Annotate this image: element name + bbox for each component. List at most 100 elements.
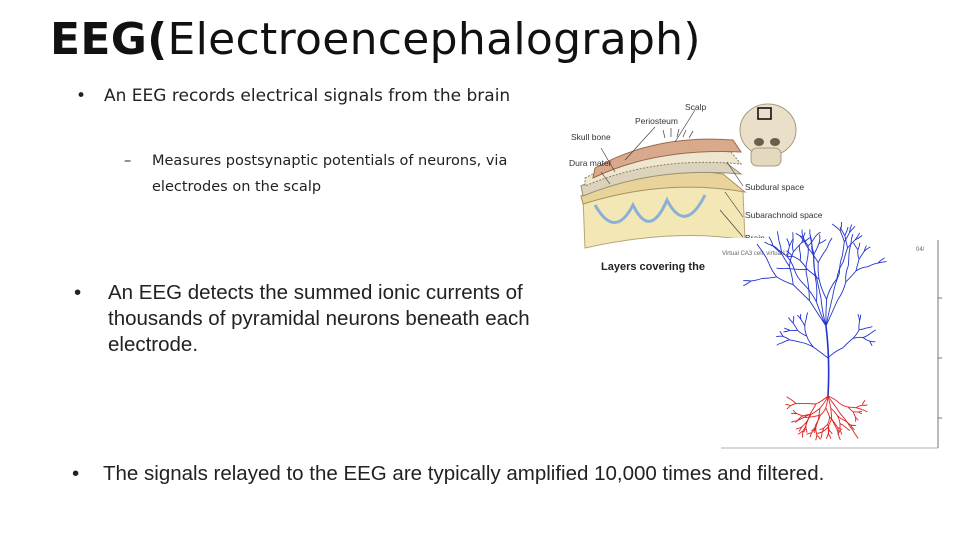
label-periosteum: Periosteum	[635, 116, 678, 126]
dendrite-branch	[827, 395, 840, 404]
dendrite-branch	[792, 409, 798, 415]
dendrite-branch	[779, 330, 784, 337]
dendrite-branch	[848, 242, 852, 252]
dendrite-branch	[811, 427, 816, 432]
dendrite-branch	[813, 243, 820, 255]
dendrite-branch	[857, 249, 860, 260]
dendrite-branch	[762, 251, 770, 264]
dendrite-branch	[859, 314, 862, 322]
dendrite-branch	[855, 404, 863, 409]
dendrite-branch	[827, 347, 844, 359]
dendrite-branch	[828, 429, 833, 435]
dendrite-branch	[806, 414, 811, 424]
dendrite-branch	[855, 407, 863, 411]
dendrite-branch	[852, 411, 856, 418]
dendrite-branch	[815, 282, 818, 302]
dendrite-branch	[825, 300, 838, 327]
dendrite-branch	[832, 273, 840, 297]
dendrite-branch	[793, 269, 805, 285]
dendrite-branch	[814, 231, 821, 239]
dendrite-branch	[807, 269, 820, 280]
label-skull-bone: Skull bone	[571, 132, 611, 142]
dendrite-branch	[805, 428, 808, 433]
dendrite-branch	[823, 243, 830, 253]
label-subarachnoid: Subarachnoid space	[745, 210, 823, 220]
dendrite-branch	[858, 251, 865, 260]
title-rest: Electroencephalograph)	[167, 14, 701, 65]
dendrite-branch	[792, 240, 794, 252]
dendrite-branch	[786, 396, 792, 400]
dendrite-branch	[826, 278, 838, 300]
dendrite-branch	[804, 318, 807, 326]
dendrite-branch	[812, 414, 821, 418]
dendrite-branch	[869, 340, 873, 347]
dendrite-branch	[837, 281, 847, 301]
bullet-text: An EEG detects the summed ionic currents…	[108, 281, 530, 356]
dendrite-branch	[815, 395, 829, 405]
bullet-text: The signals relayed to the EEG are typic…	[103, 462, 825, 485]
dendrite-branch	[790, 399, 797, 404]
dendrite-branch	[788, 251, 794, 267]
dendrite-branch	[802, 413, 811, 419]
dendrite-branch	[804, 402, 817, 405]
slide-title: EEG(Electroencephalograph)	[50, 14, 701, 65]
dendrite-branch	[786, 238, 790, 247]
dendrite-branch	[855, 259, 860, 271]
dendrite-branch	[867, 262, 878, 268]
dendrite-branch	[839, 227, 846, 236]
dendrite-branch	[815, 434, 818, 441]
dendrite-branch	[772, 245, 782, 255]
dendrite-branch	[792, 255, 801, 261]
dendrite-branch	[761, 276, 777, 279]
label-subdural: Subdural space	[745, 182, 804, 192]
dendrite-branch	[743, 280, 752, 287]
dendrite-branch	[787, 246, 790, 257]
dendrite-branch	[792, 322, 798, 331]
dendrite-branch	[862, 337, 870, 342]
dendrite-branch	[785, 403, 791, 407]
dendrite-branch	[817, 251, 825, 263]
label-scalp: Scalp	[685, 102, 707, 112]
dendrite-branch	[850, 424, 857, 427]
dendrite-branch	[796, 417, 803, 422]
scalp-layer	[592, 138, 742, 179]
dendrite-branch	[839, 255, 843, 274]
dendrite-branch	[866, 326, 873, 329]
dendrite-branch	[830, 408, 833, 420]
dendrite-branch	[877, 261, 887, 264]
dendrite-branch	[751, 278, 763, 282]
dendrite-branch	[768, 263, 777, 278]
dendrite-branch	[804, 325, 808, 337]
title-bold: EEG(	[50, 14, 168, 65]
dendrite-branch	[854, 235, 863, 241]
apical-dendrites	[743, 221, 887, 397]
dendrite-branch	[845, 270, 857, 283]
sub-bullet-dash: –	[124, 153, 132, 169]
dendrite-branch	[818, 234, 821, 244]
dendrite-branch	[795, 233, 804, 238]
figure-caption: Layers covering the	[601, 261, 705, 273]
dendrite-branch	[815, 419, 819, 429]
dendrite-branch	[844, 420, 851, 426]
dendrite-branch	[799, 260, 808, 270]
bullet-signals-amplified: • The signals relayed to the EEG are typ…	[72, 459, 852, 488]
dendrite-branch	[843, 232, 851, 242]
dendrite-branch	[839, 230, 845, 242]
dendrite-branch	[803, 427, 807, 433]
dendrite-branch	[858, 320, 860, 330]
dendrite-branch	[857, 313, 860, 322]
dendrite-branch	[786, 405, 791, 410]
dendrite-branch	[858, 411, 863, 415]
dendrite-branch	[825, 296, 834, 327]
neuron-corner-label: 04/	[916, 247, 925, 253]
basal-dendrites	[785, 395, 868, 441]
dendrite-branch	[849, 226, 856, 233]
dendrite-branch	[850, 424, 855, 431]
dendrite-branch	[862, 333, 871, 338]
dendrite-branch	[788, 317, 794, 324]
bullet-dot: •	[76, 86, 87, 106]
dendrite-branch	[855, 266, 868, 272]
dendrite-branch	[839, 423, 846, 428]
dendrite-branch	[870, 329, 876, 334]
dendrite-branch	[792, 284, 810, 301]
